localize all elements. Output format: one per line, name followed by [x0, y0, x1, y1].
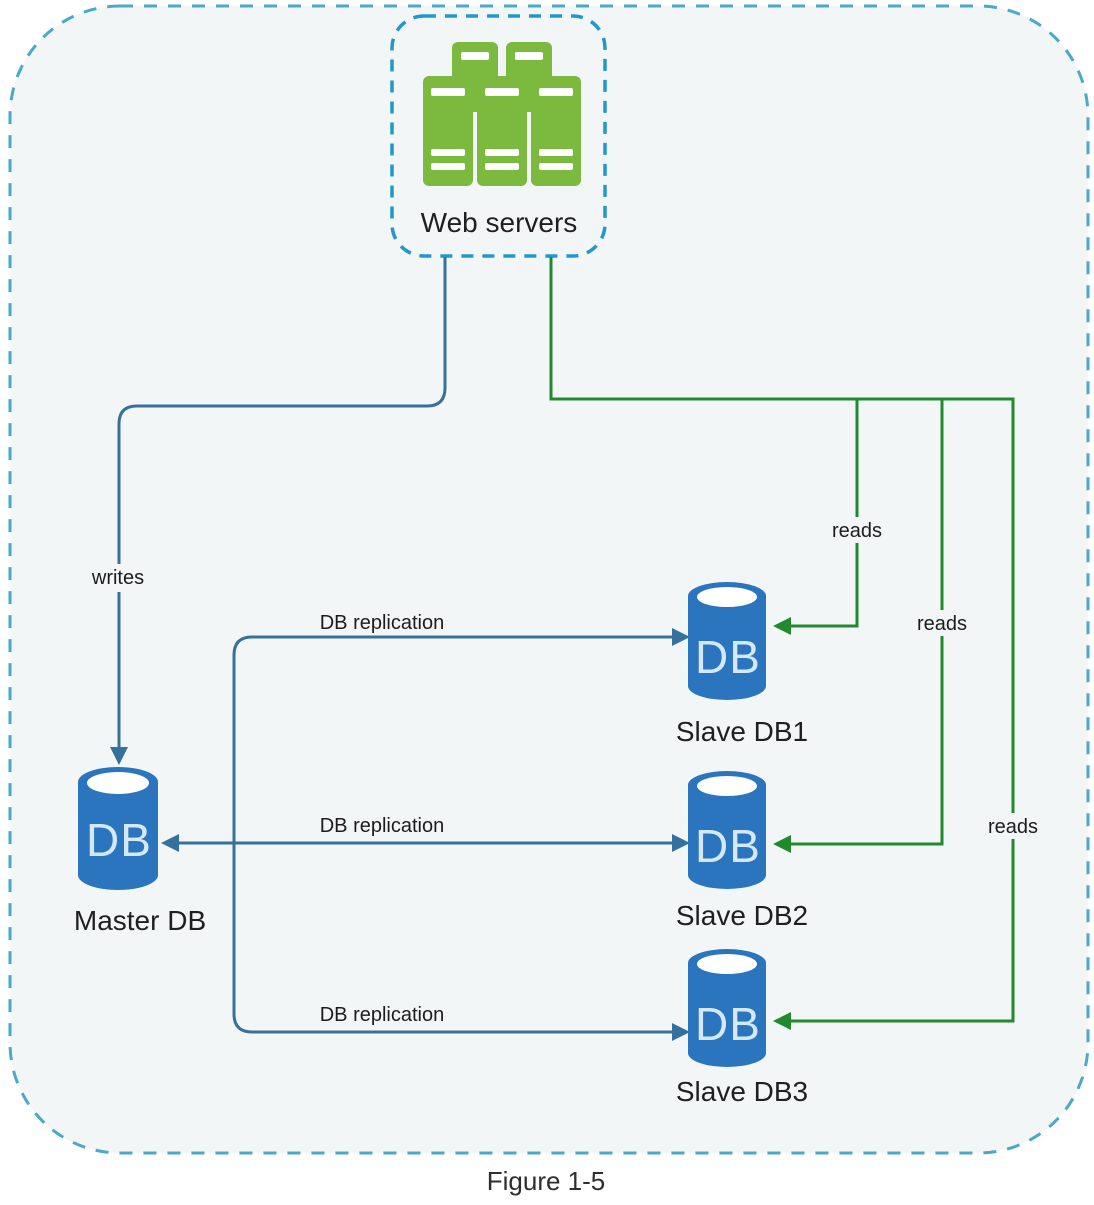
server-slot — [485, 149, 519, 156]
web-servers-node: Web servers — [390, 14, 607, 258]
writes-label: writes — [91, 567, 144, 589]
db-cylinder — [688, 582, 766, 700]
slave-db3-label: Slave DB3 — [676, 1076, 808, 1107]
server-slot — [539, 163, 573, 170]
db-cylinder-text: DB — [86, 814, 152, 866]
server-tower — [477, 76, 527, 186]
slave-db2-label: Slave DB2 — [676, 900, 808, 931]
server-slot — [515, 52, 543, 60]
server-tower — [531, 76, 581, 186]
arrowhead-replication-into-slave1 — [672, 628, 690, 646]
writes-label-bg — [88, 564, 148, 592]
db-replication-label-1: DB replication — [320, 612, 445, 634]
reads-label-bg — [914, 610, 970, 636]
master-db-node: DB — [78, 767, 158, 890]
reads-label-2: reads — [917, 613, 967, 635]
reads-label-1: reads — [832, 520, 882, 542]
server-slot — [485, 88, 519, 96]
server-slot — [431, 88, 465, 96]
reads-label-bg — [985, 813, 1041, 839]
arrowhead-reads-into-slave2 — [773, 835, 791, 853]
arrowhead-replication-into-slave2 — [672, 834, 690, 852]
db-cylinder-text: DB — [695, 820, 761, 872]
server-slot — [539, 149, 573, 156]
db-replication-label-2: DB replication — [320, 815, 445, 837]
system-boundary — [8, 4, 1090, 1155]
slave-db1-node: DB — [688, 582, 766, 700]
db-cylinder-top — [697, 776, 757, 796]
web-servers-box — [390, 14, 607, 258]
db-cylinder-top — [697, 954, 757, 974]
arrowhead-writes-into-master — [110, 747, 128, 765]
reads-edge-slave3 — [549, 257, 1015, 1023]
master-db-label: Master DB — [74, 905, 206, 936]
db-cylinder-text: DB — [695, 631, 761, 683]
reads-label-3: reads — [988, 816, 1038, 838]
writes-edge — [117, 257, 447, 750]
read-edges — [549, 257, 1015, 1023]
arrowhead-reads-into-slave3 — [773, 1012, 791, 1030]
arrowhead-replication-into-master — [161, 834, 179, 852]
db-replication-bracket-edge — [232, 635, 684, 1034]
slave-db2-node: DB — [688, 771, 766, 889]
arrowhead-reads-into-slave1 — [773, 617, 791, 635]
reads-edge-slave2 — [787, 399, 944, 846]
slave-db3-node: DB — [688, 949, 766, 1067]
web-servers-label: Web servers — [421, 207, 578, 238]
figure-caption: Figure 1-5 — [487, 1166, 606, 1196]
db-cylinder-top — [697, 587, 757, 607]
db-cylinder — [78, 767, 158, 890]
slave-db1-label: Slave DB1 — [676, 716, 808, 747]
server-slot — [431, 149, 465, 156]
server-slot — [431, 163, 465, 170]
db-cylinder — [688, 949, 766, 1067]
reads-label-bg — [829, 517, 885, 543]
server-rack-icon — [423, 42, 581, 186]
write-edges — [117, 257, 684, 1034]
server-slot — [461, 52, 489, 60]
arrowhead-replication-into-slave3 — [672, 1023, 690, 1041]
db-replication-label-3: DB replication — [320, 1004, 445, 1026]
db-cylinder — [688, 771, 766, 889]
server-slot — [485, 163, 519, 170]
db-cylinder-top — [87, 772, 149, 794]
db-cylinder-text: DB — [695, 998, 761, 1050]
reads-edge-slave1 — [787, 399, 859, 628]
server-slot — [539, 88, 573, 96]
server-tower — [423, 76, 473, 186]
